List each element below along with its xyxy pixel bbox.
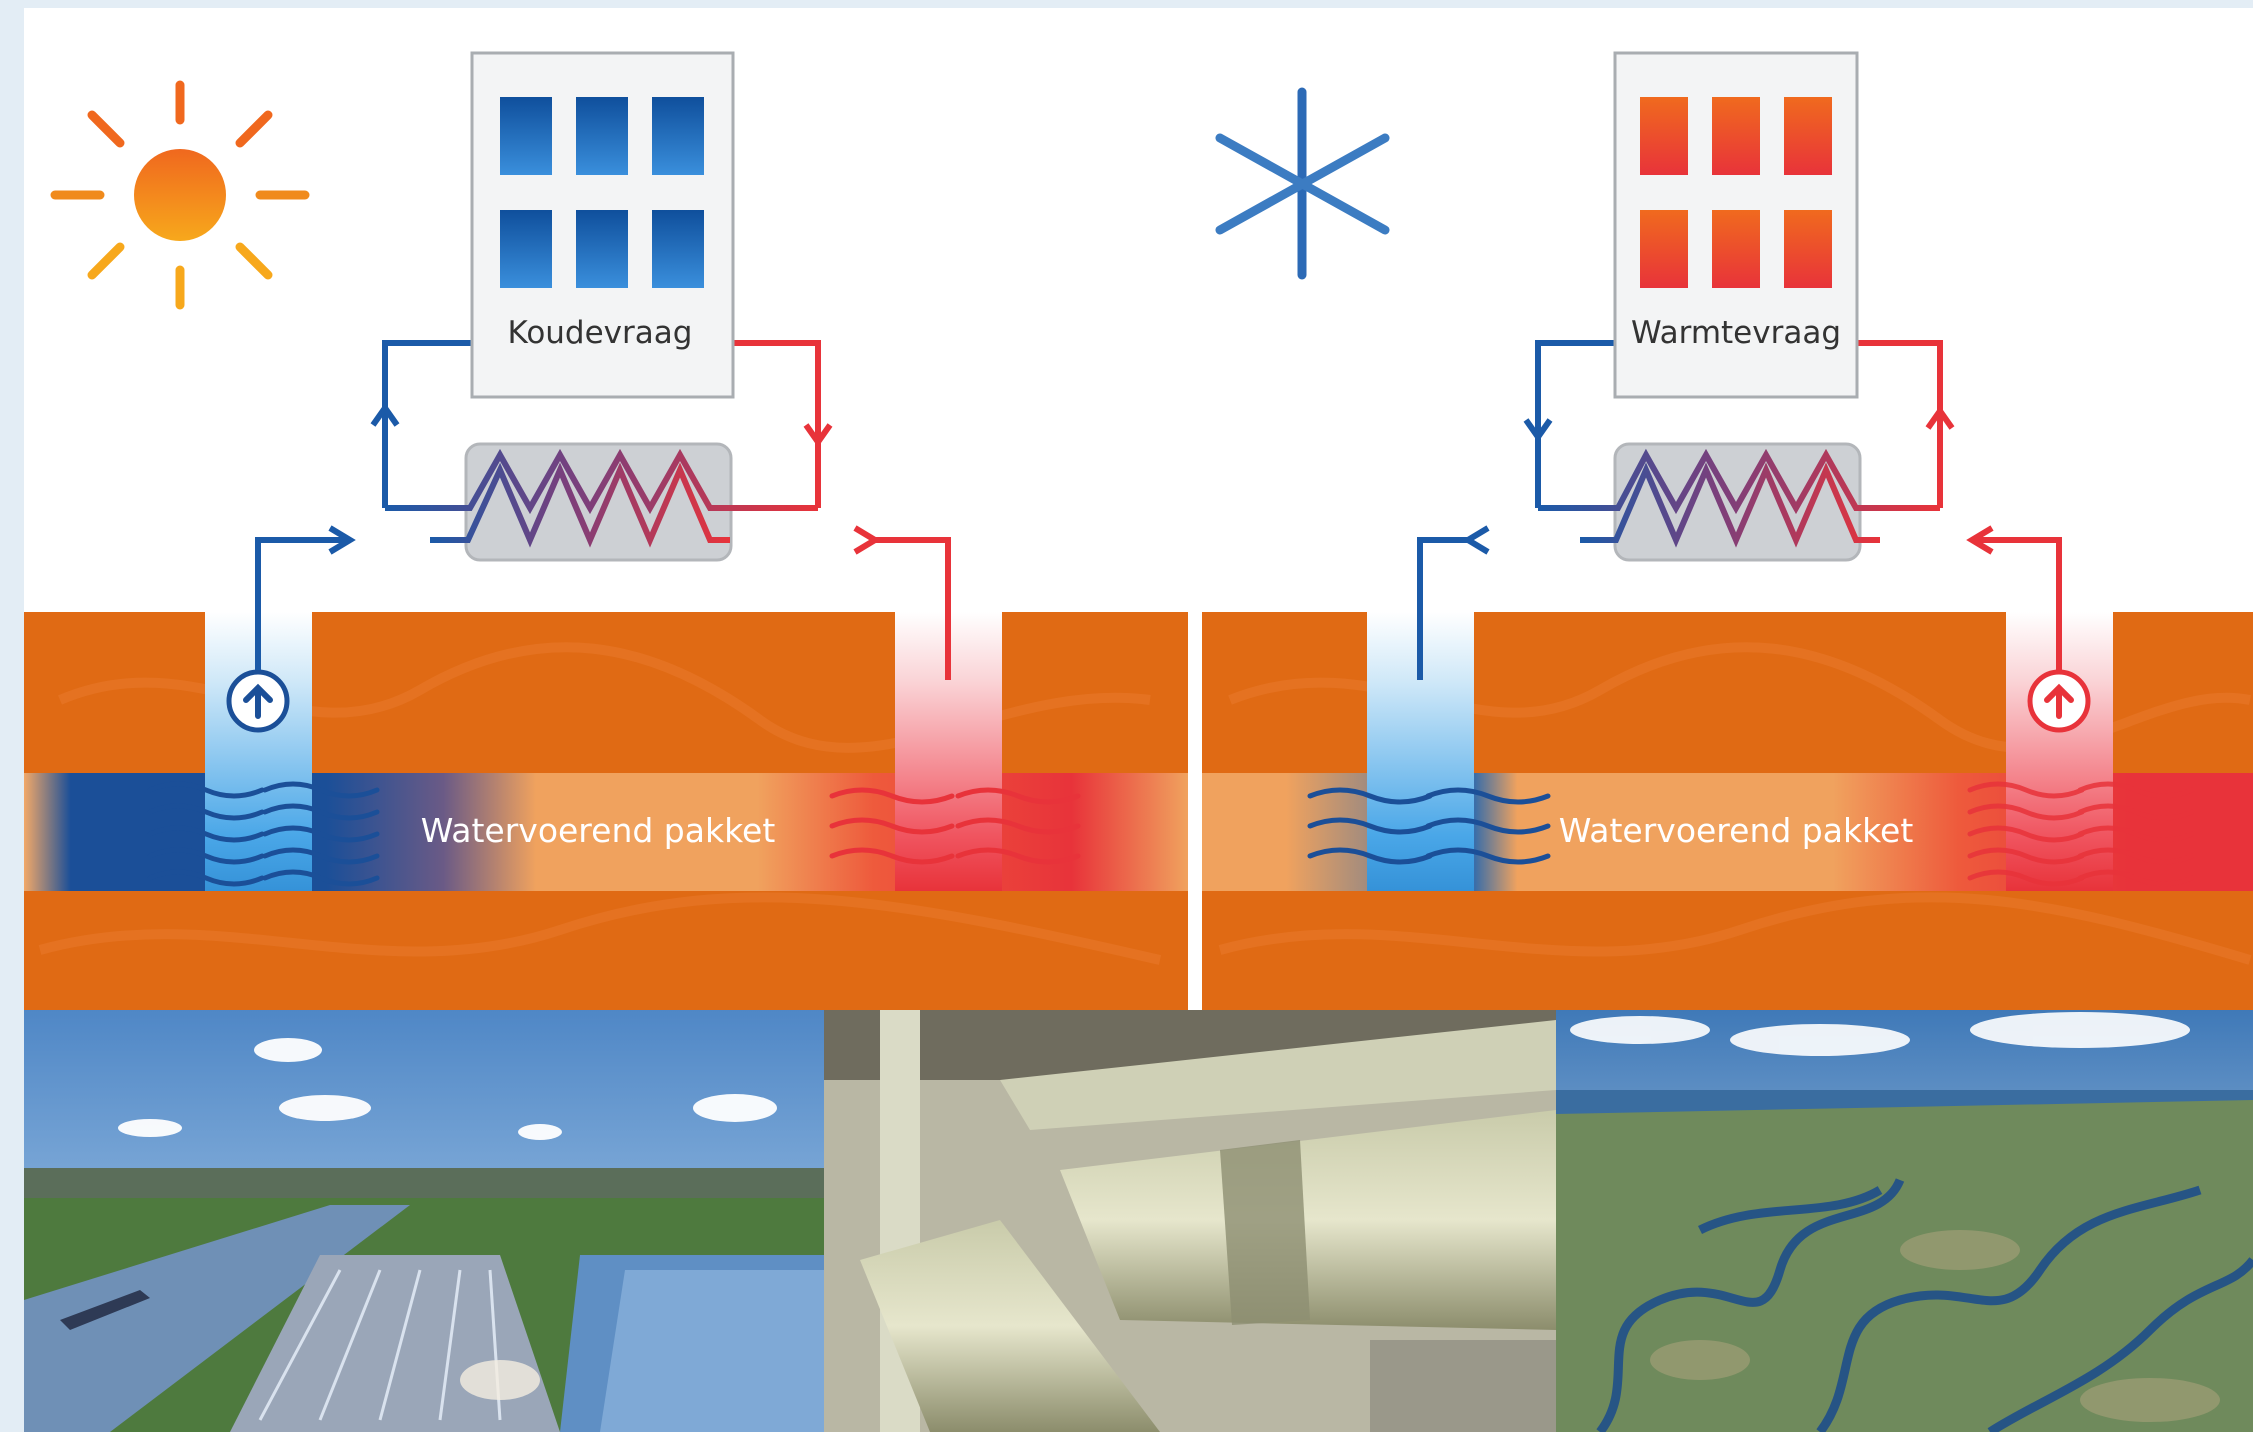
pump-up-icon-winter: [2027, 669, 2091, 733]
pump-up-icon: [226, 669, 290, 733]
building-label-warm: Warmtevraag: [1631, 315, 1841, 351]
snowflake-icon: [1215, 87, 1390, 280]
summer-panel: Watervoerend pakket Koudevr: [24, 51, 1188, 1010]
office-building-winter: Warmtevraag: [1613, 51, 1859, 399]
sun-icon: [50, 80, 310, 310]
photo-water-treatment-aerial: [24, 1010, 824, 1432]
office-building: Koudevraag: [470, 51, 735, 399]
photo-dune-landscape: [1556, 1010, 2253, 1432]
warm-return-pipe: [875, 537, 951, 680]
aquifer-label-winter: Watervoerend pakket: [1559, 811, 1914, 850]
cold-return-pipe: [1417, 537, 1468, 680]
building-label-cold: Koudevraag: [508, 315, 693, 351]
warm-supply-pipe: [1975, 537, 2062, 670]
aquifer-label: Watervoerend pakket: [421, 811, 776, 850]
panel-divider: [1188, 612, 1202, 1010]
photo-pipelines: [824, 1010, 1556, 1432]
cold-supply-pipe: [255, 537, 345, 670]
winter-panel: Watervoerend pakket Warmtevraag: [1202, 51, 2253, 1010]
